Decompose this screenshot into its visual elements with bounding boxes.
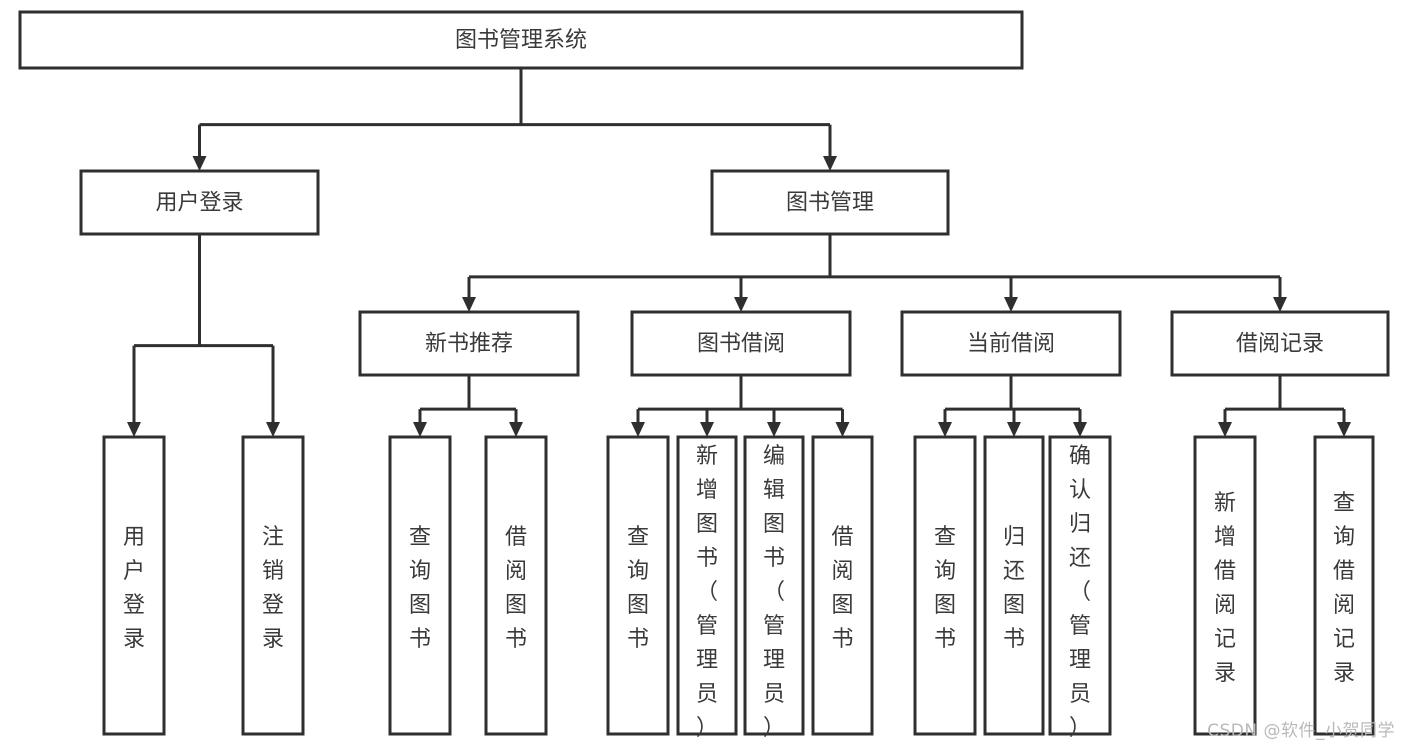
node-leaf-query-book-3[interactable]: 查询图书: [913, 435, 977, 736]
node-leaf-query-record[interactable]: 查询借阅记录: [1313, 435, 1375, 736]
csdn-watermark: CSDN @软件_小贺同学: [1207, 721, 1395, 741]
node-label: 新书推荐: [425, 332, 513, 357]
node-label: 图书管理: [786, 191, 874, 216]
node-leaf-add-record[interactable]: 新增借阅记录: [1193, 435, 1257, 736]
node-label: 查询借阅记录: [1333, 491, 1355, 686]
node-book-borrow[interactable]: 图书借阅: [630, 310, 852, 377]
node-label: 编辑图书（管理员）: [763, 444, 785, 741]
node-label: 注销登录: [262, 525, 284, 652]
node-leaf-edit-book[interactable]: 编辑图书（管理员）: [743, 435, 805, 741]
node-leaf-borrow-book-1[interactable]: 借阅图书: [484, 435, 548, 736]
node-label: 图书管理系统: [455, 28, 587, 53]
node-label: 借阅记录: [1236, 332, 1324, 357]
node-label: 借阅图书: [505, 525, 527, 652]
connector-layer: [127, 68, 1351, 437]
node-label: 用户登录: [123, 525, 145, 652]
node-layer: 图书管理系统用户登录图书管理新书推荐图书借阅当前借阅借阅记录用户登录注销登录查询…: [18, 10, 1390, 741]
node-borrow-record[interactable]: 借阅记录: [1170, 310, 1390, 377]
node-label: 查询图书: [627, 525, 649, 652]
node-label: 借阅图书: [831, 525, 853, 652]
node-label: 图书借阅: [697, 332, 785, 357]
node-label: 用户登录: [155, 191, 243, 216]
node-user-login[interactable]: 用户登录: [79, 169, 320, 236]
node-leaf-confirm-return[interactable]: 确认归还（管理员）: [1048, 435, 1112, 741]
node-leaf-add-book[interactable]: 新增图书（管理员）: [676, 435, 738, 741]
node-book-manage[interactable]: 图书管理: [710, 169, 950, 236]
node-new-book-rec[interactable]: 新书推荐: [358, 310, 580, 377]
node-current-borrow[interactable]: 当前借阅: [900, 310, 1122, 377]
node-leaf-return-book[interactable]: 归还图书: [983, 435, 1045, 736]
node-leaf-borrow-book-2[interactable]: 借阅图书: [811, 435, 874, 736]
node-label: 查询图书: [409, 525, 431, 652]
node-label: 归还图书: [1003, 525, 1025, 652]
node-leaf-query-book-2[interactable]: 查询图书: [606, 435, 670, 736]
node-label: 查询图书: [934, 525, 956, 652]
node-label: 新增借阅记录: [1214, 491, 1236, 686]
node-root[interactable]: 图书管理系统: [18, 10, 1024, 70]
node-label: 确认归还（管理员）: [1069, 444, 1091, 741]
node-leaf-user-login[interactable]: 用户登录: [102, 435, 166, 736]
node-leaf-query-book-1[interactable]: 查询图书: [388, 435, 452, 736]
node-leaf-logout[interactable]: 注销登录: [241, 435, 305, 736]
node-label: 新增图书（管理员）: [696, 444, 718, 741]
node-label: 当前借阅: [967, 332, 1055, 357]
